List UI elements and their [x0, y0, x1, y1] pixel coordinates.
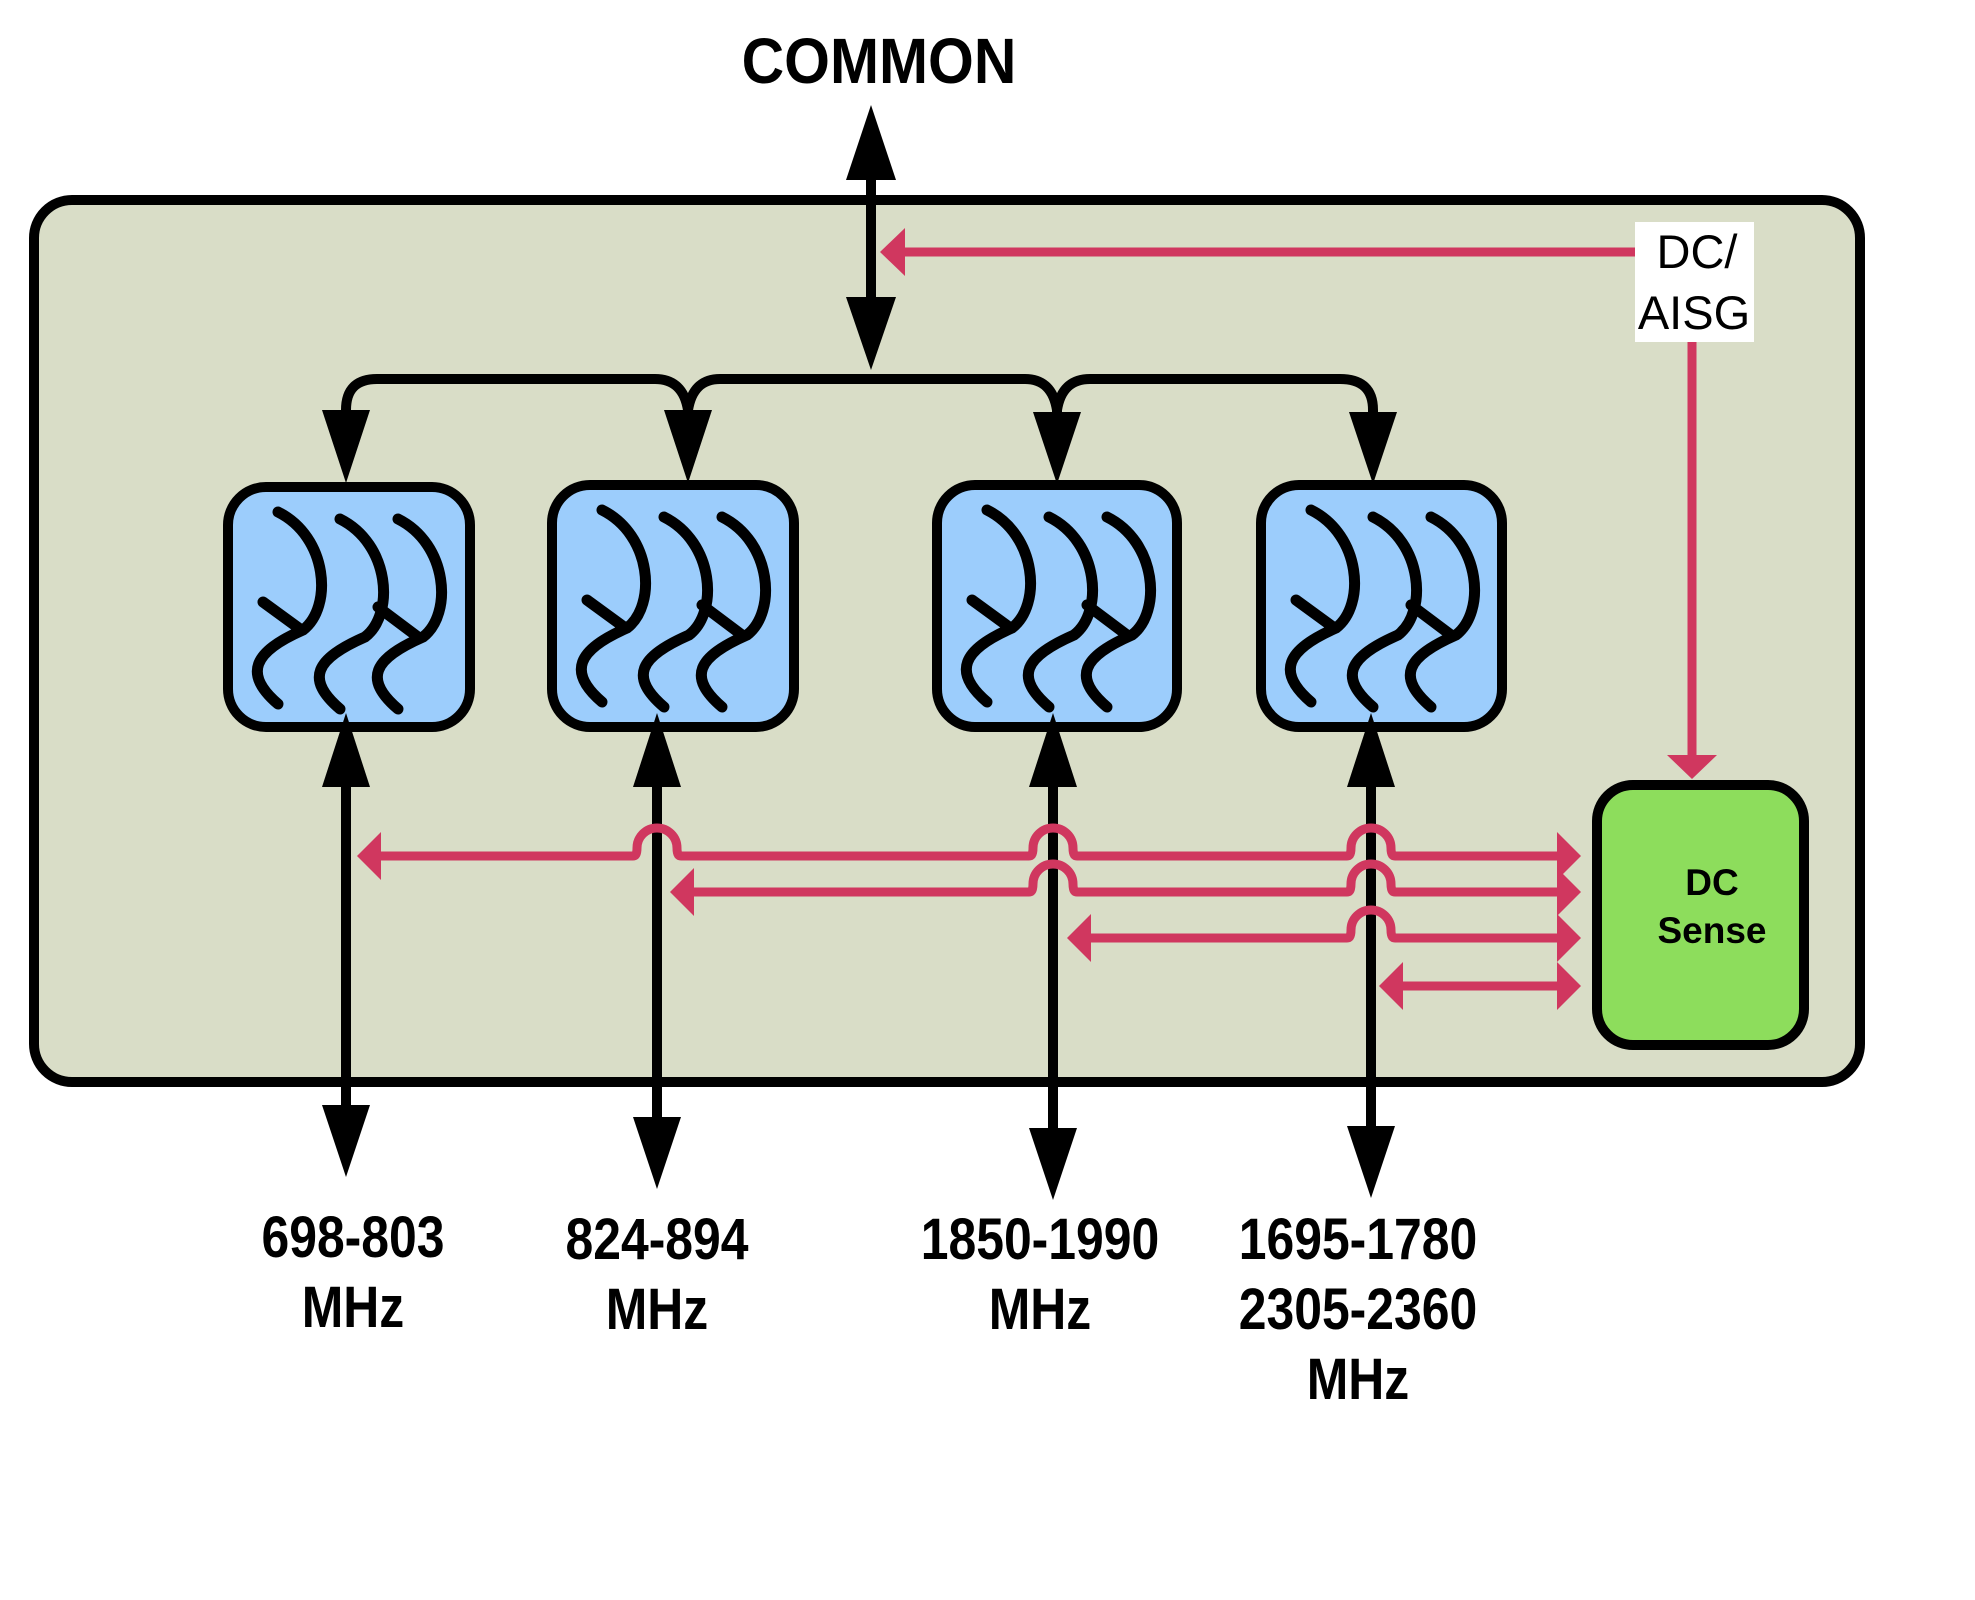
dc-sense-arrow-right-2 — [1557, 868, 1581, 916]
band-label-line: 1850-1990 — [921, 1208, 1159, 1272]
arrow-to-filter-4 — [1349, 412, 1397, 484]
dc-aisg-port: DC/ AISG — [1635, 222, 1754, 342]
bandpass-filter-icon — [575, 504, 772, 713]
dc-sense-line-1 — [379, 823, 1560, 861]
filter-1695-2360 — [1256, 480, 1507, 732]
band-port-arrow-4 — [1347, 713, 1395, 1198]
common-port-arrow — [846, 105, 896, 370]
band-label-line: 2305-2360 — [1239, 1278, 1477, 1342]
filter-824-894 — [547, 480, 799, 732]
dc-sense-line-2 — [692, 859, 1560, 897]
band-port-arrow-1 — [322, 713, 370, 1177]
dc-aisg-lines — [905, 247, 1697, 760]
common-port-label: COMMON — [742, 26, 1017, 98]
bandpass-filter-icon — [960, 504, 1157, 713]
dc-sense-arrow-right-4 — [1557, 962, 1581, 1010]
dc-sense-block: DC Sense — [1592, 780, 1809, 1050]
band-label-line: 824-894 — [565, 1208, 748, 1272]
band-label-line: MHz — [989, 1278, 1091, 1342]
bandpass-filter-icon — [1284, 504, 1481, 713]
band-label-line: MHz — [606, 1278, 708, 1342]
dc-aisg-label-line1: DC/ — [1657, 225, 1739, 278]
dc-sense-arrow-left-2 — [670, 868, 694, 916]
dc-sense-line-3 — [1089, 905, 1560, 943]
band-label-line: MHz — [1307, 1348, 1409, 1412]
dc-aisg-arrowheads — [880, 228, 1717, 779]
dc-sense-arrow-left-4 — [1379, 962, 1403, 1010]
dc-sense-arrowheads — [357, 832, 1581, 1010]
dc-sense-arrow-left-3 — [1067, 914, 1091, 962]
band-label-line: MHz — [302, 1276, 404, 1340]
dc-sense-label-line2: Sense — [1657, 910, 1766, 951]
arrow-to-filter-1 — [322, 410, 370, 483]
bandpass-filter-icon — [251, 506, 448, 715]
bus-arrowheads — [322, 410, 1397, 484]
dc-sense-arrow-right-1 — [1557, 832, 1581, 880]
dc-aisg-label-line2: AISG — [1638, 286, 1750, 339]
dc-sense-arrow-left-1 — [357, 832, 381, 880]
dc-sense-label-line1: DC — [1685, 862, 1738, 903]
filter-698-803 — [223, 482, 475, 732]
dc-sense-lines — [379, 823, 1560, 991]
filter-1850-1990 — [932, 480, 1182, 732]
band-label-line: 698-803 — [261, 1206, 444, 1270]
arrow-to-filter-3 — [1033, 412, 1081, 484]
band-port-arrow-3 — [1029, 713, 1077, 1200]
band-label-line: 1695-1780 — [1239, 1208, 1477, 1272]
dc-sense-arrow-right-3 — [1557, 914, 1581, 962]
arrow-to-filter-2 — [664, 410, 712, 483]
